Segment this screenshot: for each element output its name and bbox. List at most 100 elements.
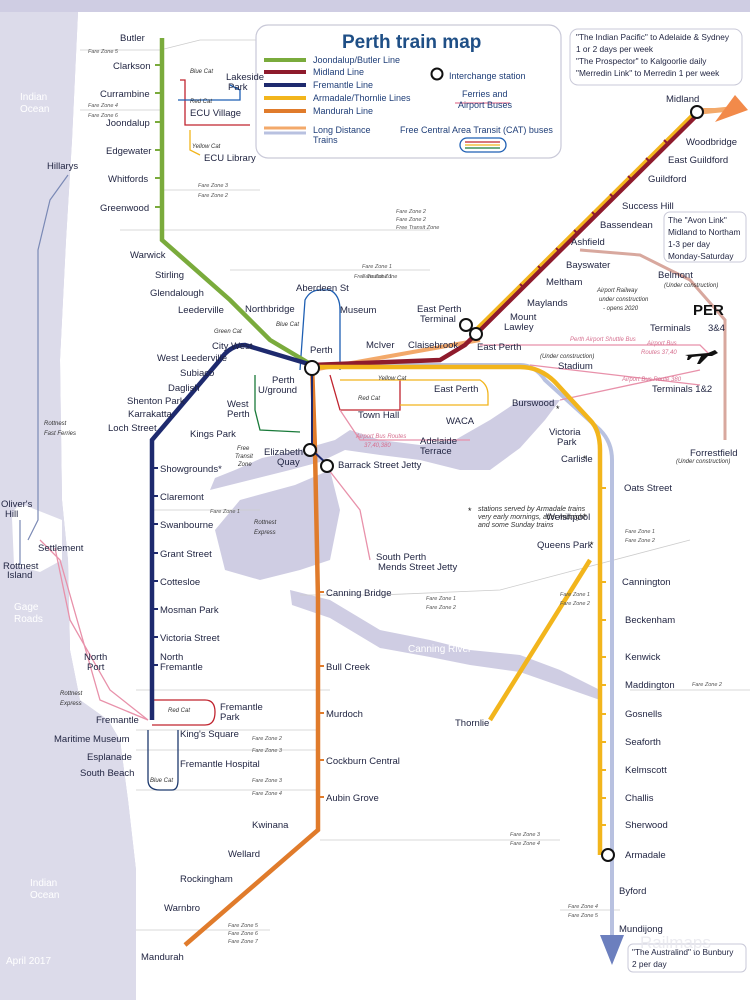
station-joondalup[interactable]: Joondalup xyxy=(106,118,150,129)
stop-south-perth[interactable]: South Perth xyxy=(376,552,426,563)
stop-kings-park[interactable]: Kings Park xyxy=(190,429,236,440)
stop-lakeside[interactable]: Lakeside xyxy=(226,72,264,83)
station-success-hill[interactable]: Success Hill xyxy=(622,201,674,212)
stop-lakeside-park[interactable]: Park xyxy=(228,82,248,93)
stop-fremantle-park-1[interactable]: Fremantle xyxy=(220,702,263,713)
station-currambine[interactable]: Currambine xyxy=(100,89,150,100)
stop-ecu-village[interactable]: ECU Village xyxy=(190,108,241,119)
station-mount-lawley-2[interactable]: Lawley xyxy=(504,322,534,333)
station-perth-underground-2[interactable]: U/ground xyxy=(258,385,297,396)
station-beckenham[interactable]: Beckenham xyxy=(625,615,675,626)
stop-maritime-museum[interactable]: Maritime Museum xyxy=(54,734,130,745)
station-perth[interactable]: Perth xyxy=(310,345,333,356)
stop-west-perth-1[interactable]: West xyxy=(227,399,249,410)
station-midland[interactable]: Midland xyxy=(666,94,699,105)
station-stirling[interactable]: Stirling xyxy=(155,270,184,281)
stop-mends-street-jetty[interactable]: Mends Street Jetty xyxy=(378,562,457,573)
stop-east-perth-cat[interactable]: East Perth xyxy=(434,384,478,395)
station-maddington[interactable]: Maddington xyxy=(625,680,675,691)
station-victoria-park-1[interactable]: Victoria xyxy=(549,427,581,438)
station-east-perth[interactable]: East Perth xyxy=(477,342,521,353)
station-butler[interactable]: Butler xyxy=(120,33,145,44)
stop-ecu-library[interactable]: ECU Library xyxy=(204,153,256,164)
stop-north-port-1[interactable]: North xyxy=(84,652,107,663)
station-guildford[interactable]: Guildford xyxy=(648,174,687,185)
station-mandurah[interactable]: Mandurah xyxy=(141,952,184,963)
station-gosnells[interactable]: Gosnells xyxy=(625,709,662,720)
station-shenton-park[interactable]: Shenton Park xyxy=(127,396,185,407)
stop-aberdeen-st[interactable]: Aberdeen St xyxy=(296,283,349,294)
station-bayswater[interactable]: Bayswater xyxy=(566,260,610,271)
station-showgrounds[interactable]: Showgrounds* xyxy=(160,464,222,475)
station-sherwood[interactable]: Sherwood xyxy=(625,820,668,831)
stop-kings-square[interactable]: King's Square xyxy=(180,729,239,740)
station-armadale[interactable]: Armadale xyxy=(625,850,666,861)
station-loch-street[interactable]: Loch Street xyxy=(108,423,157,434)
station-clarkson[interactable]: Clarkson xyxy=(113,61,151,72)
station-west-leederville[interactable]: West Leederville xyxy=(157,353,227,364)
station-subiaco[interactable]: Subiaco xyxy=(180,368,214,379)
station-canning-bridge[interactable]: Canning Bridge xyxy=(326,588,392,599)
station-carlisle[interactable]: Carlisle xyxy=(561,454,593,465)
station-ashfield[interactable]: Ashfield xyxy=(571,237,605,248)
station-whitfords[interactable]: Whitfords xyxy=(108,174,148,185)
station-terminals-34-1[interactable]: Terminals xyxy=(650,323,691,334)
station-queens-park[interactable]: Queens Park xyxy=(537,540,593,551)
station-murdoch[interactable]: Murdoch xyxy=(326,709,363,720)
station-elizabeth-quay-2[interactable]: Quay xyxy=(277,457,300,468)
station-bassendean[interactable]: Bassendean xyxy=(600,220,653,231)
station-east-perth-terminal-1[interactable]: East Perth xyxy=(417,304,461,315)
station-victoria-street[interactable]: Victoria Street xyxy=(160,633,220,644)
stop-waca[interactable]: WACA xyxy=(446,416,475,427)
station-victoria-park-2[interactable]: Park xyxy=(557,437,577,448)
station-cottesloe[interactable]: Cottesloe xyxy=(160,577,200,588)
station-east-perth-terminal-2[interactable]: Terminal xyxy=(420,314,456,325)
station-terminals-12[interactable]: Terminals 1&2 xyxy=(652,384,712,395)
station-oats-street[interactable]: Oats Street xyxy=(624,483,672,494)
station-greenwood[interactable]: Greenwood xyxy=(100,203,149,214)
stop-fremantle-park-2[interactable]: Park xyxy=(220,712,240,723)
stop-esplanade[interactable]: Esplanade xyxy=(87,752,132,763)
stop-northbridge[interactable]: Northbridge xyxy=(245,304,295,315)
station-daglish[interactable]: Daglish xyxy=(168,383,200,394)
station-perth-underground-1[interactable]: Perth xyxy=(272,375,295,386)
station-challis[interactable]: Challis xyxy=(625,793,654,804)
station-wellard[interactable]: Wellard xyxy=(228,849,260,860)
station-elizabeth-quay-1[interactable]: Elizabeth xyxy=(264,447,303,458)
stop-town-hall[interactable]: Town Hall xyxy=(358,410,399,421)
station-claremont[interactable]: Claremont xyxy=(160,492,204,503)
station-kwinana[interactable]: Kwinana xyxy=(252,820,289,831)
station-north-fremantle-1[interactable]: North xyxy=(160,652,183,663)
stop-south-beach[interactable]: South Beach xyxy=(80,768,134,779)
station-east-guildford[interactable]: East Guildford xyxy=(668,155,728,166)
station-mundijong[interactable]: Mundijong xyxy=(619,924,663,935)
station-fremantle[interactable]: Fremantle xyxy=(96,715,139,726)
station-leederville[interactable]: Leederville xyxy=(178,305,224,316)
station-stadium[interactable]: Stadium xyxy=(558,361,593,372)
station-meltham[interactable]: Meltham xyxy=(546,277,583,288)
station-aubin-grove[interactable]: Aubin Grove xyxy=(326,793,379,804)
station-woodbridge[interactable]: Woodbridge xyxy=(686,137,737,148)
station-mciver[interactable]: McIver xyxy=(366,340,395,351)
stop-west-perth-2[interactable]: Perth xyxy=(227,409,250,420)
station-terminals-34-2[interactable]: 3&4 xyxy=(708,323,725,334)
station-grant-street[interactable]: Grant Street xyxy=(160,549,212,560)
stop-museum[interactable]: Museum xyxy=(340,305,377,316)
station-edgewater[interactable]: Edgewater xyxy=(106,146,151,157)
station-cockburn-central[interactable]: Cockburn Central xyxy=(326,756,400,767)
station-north-fremantle-2[interactable]: Fremantle xyxy=(160,662,203,673)
station-warwick[interactable]: Warwick xyxy=(130,250,166,261)
station-belmont[interactable]: Belmont xyxy=(658,270,693,281)
station-mount-lawley-1[interactable]: Mount xyxy=(510,312,537,323)
stop-fremantle-hospital[interactable]: Fremantle Hospital xyxy=(180,759,260,770)
station-kelmscott[interactable]: Kelmscott xyxy=(625,765,667,776)
station-maylands[interactable]: Maylands xyxy=(527,298,568,309)
station-cannington[interactable]: Cannington xyxy=(622,577,671,588)
station-hillarys[interactable]: Hillarys xyxy=(47,161,78,172)
stop-barrack-street-jetty[interactable]: Barrack Street Jetty xyxy=(338,460,422,471)
stop-olivers-hill-2[interactable]: Hill xyxy=(5,509,18,520)
stop-north-port-2[interactable]: Port xyxy=(87,662,105,673)
station-byford[interactable]: Byford xyxy=(619,886,646,897)
station-glendalough[interactable]: Glendalough xyxy=(150,288,204,299)
station-claisebrook[interactable]: Claisebrook xyxy=(408,340,458,351)
